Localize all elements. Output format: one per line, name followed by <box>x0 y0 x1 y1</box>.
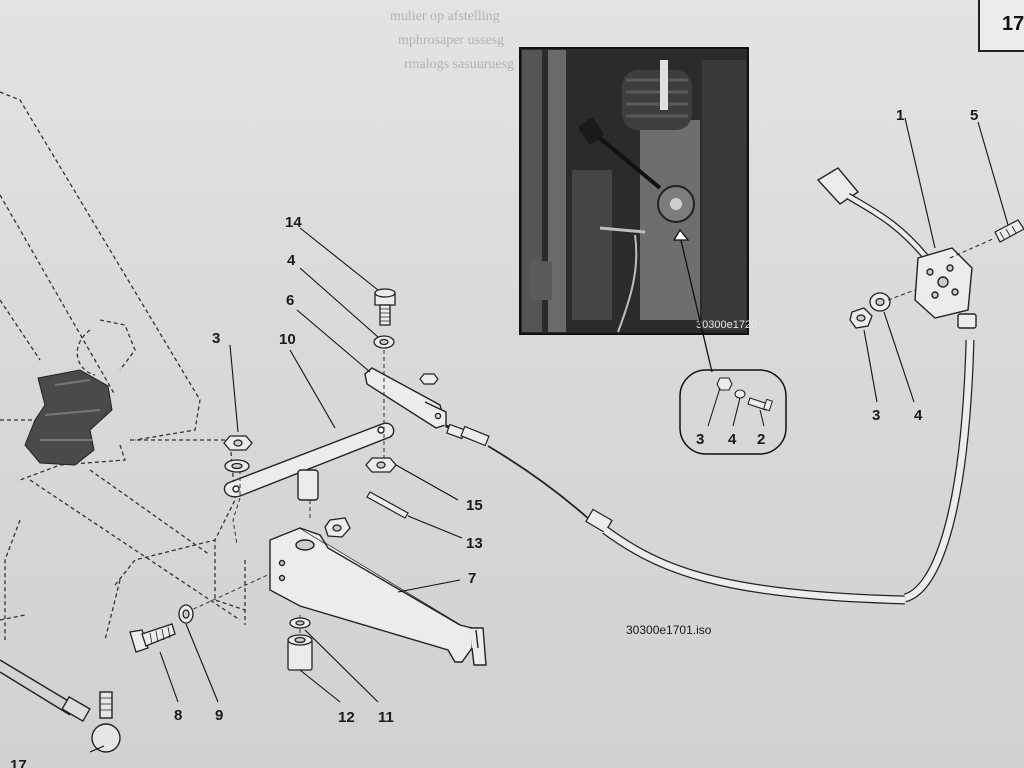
callout-13: 13 <box>466 535 483 552</box>
alignment-lines <box>186 350 385 640</box>
callout-12: 12 <box>338 709 355 726</box>
callout-17: 17 <box>10 757 27 768</box>
support-bracket-7 <box>269 527 487 666</box>
pedal-bracket <box>24 369 113 466</box>
bleed-line-1: mulier op afstelling <box>390 9 500 24</box>
callout-10: 10 <box>279 331 296 348</box>
nut-washer-right <box>849 289 916 329</box>
callout-8: 8 <box>174 707 182 724</box>
control-cable <box>445 339 975 605</box>
machine-outline-dashed <box>0 91 246 641</box>
callout-5: 5 <box>970 107 978 124</box>
callout-1: 1 <box>896 107 904 124</box>
bracket-plate-6 <box>364 367 447 429</box>
callout-4: 4 <box>287 252 296 269</box>
nut-15 <box>365 457 397 473</box>
callout-15: 15 <box>466 497 483 514</box>
nut-3-left <box>223 435 253 473</box>
bolt-5 <box>949 219 1024 259</box>
tie-rod <box>0 659 121 753</box>
callout-3-detail: 3 <box>696 431 704 448</box>
callout-3-right: 3 <box>872 407 880 424</box>
callout-14: 14 <box>285 214 302 231</box>
callout-9: 9 <box>215 707 223 724</box>
bleed-line-3: rmalogs sasuuruesg <box>404 57 514 72</box>
callout-3: 3 <box>212 330 220 347</box>
callout-4-right: 4 <box>914 407 923 424</box>
leader-lines <box>89 117 1009 753</box>
callout-labels: 1 5 3 4 3 4 2 14 4 6 3 10 15 13 7 8 9 12… <box>10 107 978 768</box>
control-lever-1 <box>816 167 977 329</box>
callout-6: 6 <box>286 292 294 309</box>
callout-11: 11 <box>378 709 394 726</box>
page-number: 17 <box>1002 13 1024 35</box>
nut-small-plate <box>419 373 439 385</box>
pin-13 <box>366 491 409 519</box>
bolt-14 <box>373 288 396 349</box>
nut-bracket-7 <box>324 517 351 538</box>
bushing-12 <box>287 617 313 671</box>
callout-7: 7 <box>468 570 476 587</box>
callout-2-detail: 2 <box>757 431 765 448</box>
bolt-8 <box>129 604 194 653</box>
detail-callout-box <box>679 369 787 455</box>
photo-pointer <box>672 228 713 373</box>
bleed-line-2: mphrosaper ussesg <box>398 33 504 48</box>
photo-code-label: 30300e1720 <box>696 319 757 331</box>
bleed-through-text: mulier op afstelling mphrosaper ussesg r… <box>390 9 514 72</box>
callout-4-detail: 4 <box>728 431 737 448</box>
figure-reference: 30300e1701.iso <box>626 623 712 637</box>
page-number-tab: 17 <box>978 0 1024 52</box>
photo-inset: 30300e1720 <box>519 47 757 335</box>
lever-arm-10 <box>223 422 395 501</box>
